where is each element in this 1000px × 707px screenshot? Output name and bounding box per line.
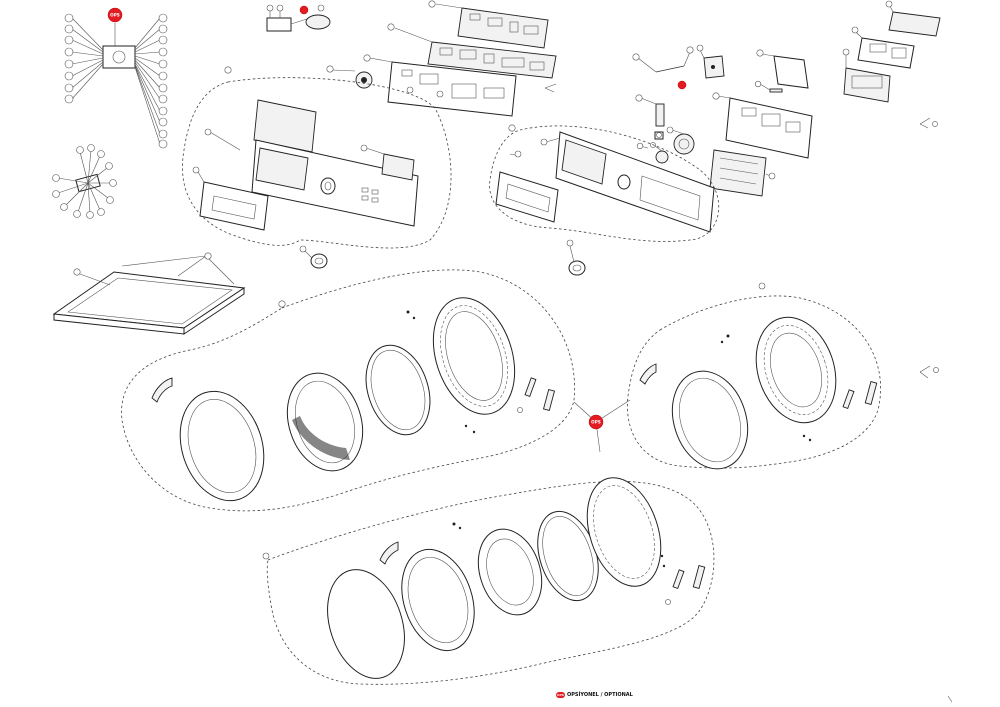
right-top-parts bbox=[632, 0, 941, 197]
corner-mark bbox=[947, 695, 953, 703]
display-pcb-right bbox=[725, 97, 813, 159]
door-glass-left bbox=[179, 390, 265, 502]
drawer-handle-right bbox=[495, 171, 559, 223]
bracket-board bbox=[773, 55, 809, 89]
legend-badge: OPS bbox=[556, 692, 565, 698]
legend: OPS OPSİYONEL / OPTIONAL bbox=[556, 690, 633, 700]
optional-door-selector: OPS bbox=[573, 399, 631, 453]
door-gasket-left bbox=[365, 344, 431, 436]
pcb-board-top bbox=[428, 0, 549, 49]
relay-module bbox=[266, 17, 292, 32]
program-dial bbox=[320, 177, 336, 195]
optional-marker-door-label: OPS bbox=[591, 420, 601, 425]
door-inner-frame-left bbox=[286, 372, 364, 472]
door-assembly-bottom bbox=[262, 477, 715, 685]
door-frame-bottom bbox=[401, 548, 475, 652]
detergent-drawer-recess bbox=[255, 147, 309, 191]
legend-text: OPSİYONEL / OPTIONAL bbox=[567, 692, 633, 698]
control-panel-assembly-right bbox=[489, 124, 720, 242]
assembly-boundary-door-bottom bbox=[266, 480, 715, 685]
door-ring-right bbox=[755, 316, 837, 424]
door-outer-ring-left bbox=[432, 297, 516, 415]
control-pcb-right bbox=[709, 149, 767, 197]
optional-marker-door bbox=[588, 414, 604, 430]
assembly-boundary-door-left bbox=[121, 269, 575, 512]
door-inner-bottom bbox=[477, 528, 543, 616]
worktop-screws-leaders bbox=[121, 255, 235, 285]
pcb-board-middle bbox=[387, 23, 557, 79]
optional-marker-cable bbox=[677, 80, 687, 90]
door-ring-bottom bbox=[586, 477, 662, 587]
door-glass-right bbox=[671, 370, 749, 470]
door-assembly-right bbox=[627, 282, 939, 470]
connector-port bbox=[112, 50, 126, 64]
pcb-board-display bbox=[363, 54, 557, 117]
connector-cluster: OPS bbox=[64, 7, 168, 149]
assembly-boundary-left bbox=[182, 77, 452, 249]
panel-buttons bbox=[361, 187, 379, 203]
optional-marker-relay bbox=[299, 5, 309, 15]
cluster-leaders-right bbox=[134, 17, 161, 145]
top-small-parts bbox=[266, 4, 373, 89]
connector-block bbox=[102, 45, 136, 69]
drawer-handle bbox=[199, 181, 269, 231]
optional-marker-label: OPS bbox=[110, 13, 120, 18]
cluster-leaders-left bbox=[71, 17, 104, 100]
loose-knobs bbox=[299, 239, 586, 276]
assembly-boundary-door-right bbox=[627, 295, 882, 469]
panel-display-board bbox=[381, 153, 415, 181]
door-assembly-left bbox=[121, 269, 575, 512]
knob-cap bbox=[305, 14, 331, 30]
door-glass-bottom bbox=[327, 569, 405, 679]
assembly-boundary-right bbox=[489, 125, 720, 242]
harness-fan bbox=[52, 144, 117, 219]
drawer-recess-right bbox=[561, 139, 607, 185]
top-right-board bbox=[888, 11, 941, 37]
buzzer bbox=[673, 133, 695, 155]
cluster-callouts bbox=[64, 13, 168, 149]
door-hinge-left bbox=[151, 377, 173, 403]
worktop-lid bbox=[52, 252, 246, 335]
door-lock-parts-left bbox=[406, 310, 556, 434]
display-board-right bbox=[857, 37, 915, 69]
housing-right bbox=[843, 67, 891, 103]
optional-marker-cluster bbox=[107, 7, 123, 23]
control-panel-assembly-left bbox=[182, 66, 452, 249]
led-strip bbox=[655, 103, 665, 127]
